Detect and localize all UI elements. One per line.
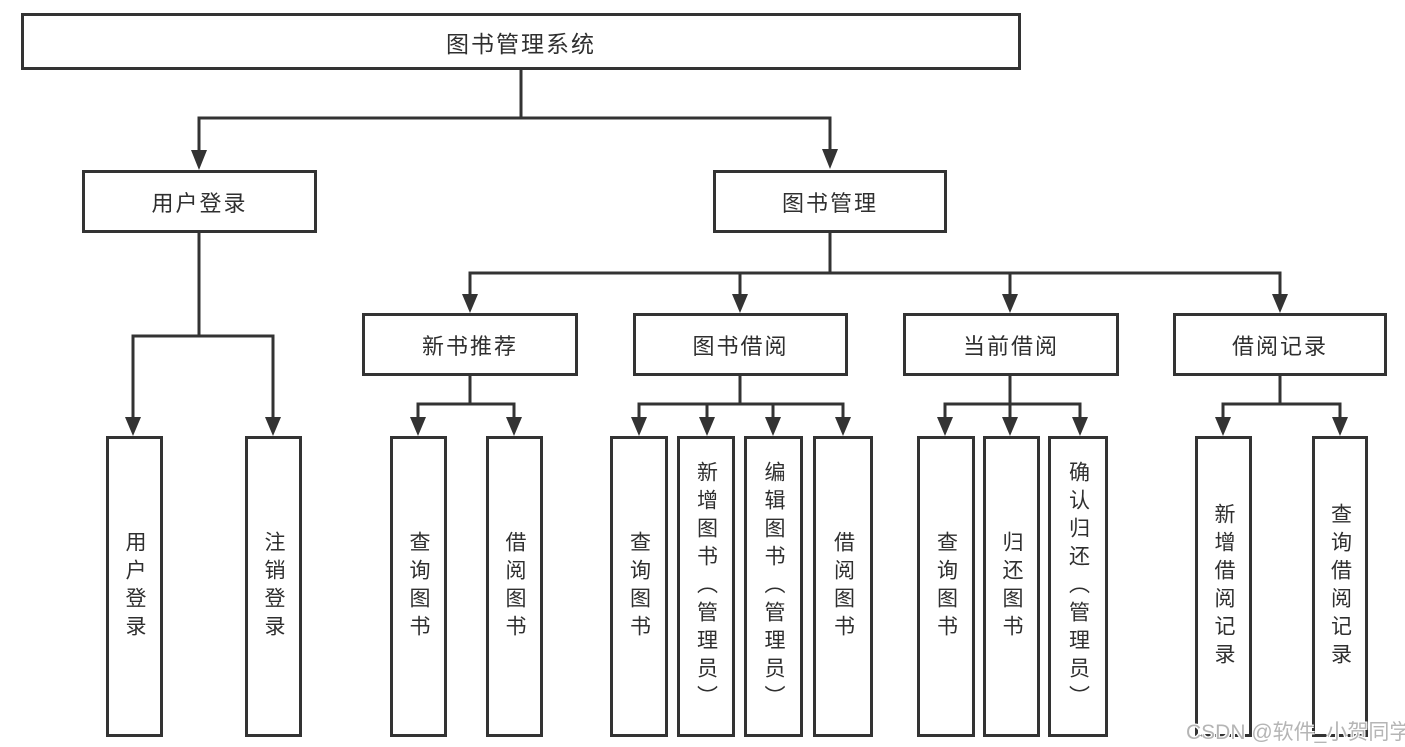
leaf-label: 归还图书 <box>1000 530 1024 643</box>
leaf-label: 注销登录 <box>262 530 286 643</box>
leaf-label: 用户登录 <box>123 530 147 643</box>
watermark: CSDN @软件_小贺同学 <box>1186 721 1405 744</box>
node-label: 当前借阅 <box>962 333 1059 359</box>
node-book-management: 图书管理 <box>713 170 947 233</box>
leaf-add-borrow-record: 新增借阅记录 <box>1195 436 1252 737</box>
leaf-user-login: 用户登录 <box>106 436 163 737</box>
leaf-search-books-recommend: 查询图书 <box>390 436 447 737</box>
node-label: 用户登录 <box>151 190 248 216</box>
leaf-borrow-books-recommend: 借阅图书 <box>486 436 543 737</box>
node-root-system: 图书管理系统 <box>21 13 1021 70</box>
node-borrowing-records: 借阅记录 <box>1173 313 1387 376</box>
leaf-label: 查询图书 <box>407 530 431 643</box>
node-label: 借阅记录 <box>1231 333 1328 359</box>
leaf-borrow-books-borrowing: 借阅图书 <box>813 436 873 737</box>
leaf-label: 新增借阅记录 <box>1212 502 1236 671</box>
leaf-label: 新增图书（管理员） <box>694 460 718 713</box>
leaf-label: 查询图书 <box>627 530 651 643</box>
leaf-logout: 注销登录 <box>245 436 302 737</box>
leaf-label: 查询借阅记录 <box>1328 502 1352 671</box>
node-root-label: 图书管理系统 <box>446 30 596 57</box>
leaf-confirm-return-admin: 确认归还（管理员） <box>1048 436 1108 737</box>
node-label: 图书借阅 <box>692 333 789 359</box>
node-label: 新书推荐 <box>421 333 518 359</box>
leaf-add-book-admin: 新增图书（管理员） <box>677 436 735 737</box>
leaf-search-borrow-record: 查询借阅记录 <box>1312 436 1368 737</box>
leaf-edit-book-admin: 编辑图书（管理员） <box>744 436 803 737</box>
leaf-search-books-current: 查询图书 <box>917 436 975 737</box>
leaf-label: 确认归还（管理员） <box>1066 460 1090 713</box>
node-current-borrowing: 当前借阅 <box>903 313 1119 376</box>
leaf-return-book: 归还图书 <box>983 436 1040 737</box>
leaf-label: 借阅图书 <box>831 530 855 643</box>
leaf-search-books-borrowing: 查询图书 <box>610 436 668 737</box>
node-book-borrowing: 图书借阅 <box>633 313 848 376</box>
leaf-label: 借阅图书 <box>503 530 527 643</box>
node-label: 图书管理 <box>781 190 878 216</box>
node-new-book-recommendation: 新书推荐 <box>362 313 578 376</box>
node-user-login: 用户登录 <box>82 170 317 233</box>
leaf-label: 编辑图书（管理员） <box>762 460 786 713</box>
leaf-label: 查询图书 <box>934 530 958 643</box>
